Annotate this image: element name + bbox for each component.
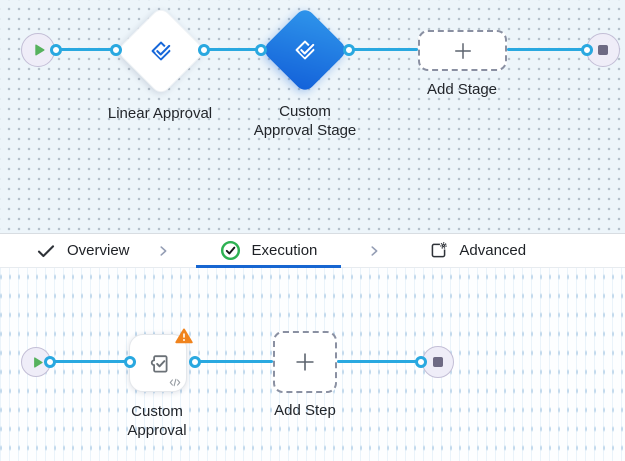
tab-label: Overview xyxy=(67,242,130,259)
edge xyxy=(337,360,421,363)
edge xyxy=(195,360,273,363)
connector-port[interactable] xyxy=(255,44,267,56)
warning-triangle-icon[interactable] xyxy=(175,328,193,344)
add-stage-label: Add Stage xyxy=(426,81,498,98)
success-check-circle-icon xyxy=(220,240,241,261)
edge xyxy=(349,48,418,51)
box-gear-icon xyxy=(429,241,448,260)
chevron-right-icon xyxy=(367,234,381,267)
approval-check-icon xyxy=(148,38,174,64)
stop-icon xyxy=(597,44,609,56)
step-canvas[interactable]: Custom Approval Add Step xyxy=(0,268,625,461)
approval-check-icon xyxy=(292,37,318,63)
start-node[interactable] xyxy=(21,33,55,67)
add-stage-button[interactable] xyxy=(418,30,507,71)
tab-execution[interactable]: Execution xyxy=(195,234,342,268)
stage-node-linear-approval[interactable] xyxy=(115,5,207,97)
tab-label: Execution xyxy=(251,242,318,259)
play-icon xyxy=(32,356,44,369)
tab-label: Advanced xyxy=(459,242,527,259)
step-node-label: Custom Approval xyxy=(127,403,187,439)
connector-port[interactable] xyxy=(110,44,122,56)
stop-icon xyxy=(432,356,444,368)
breadcrumb-tab-bar: Overview Execution Advanced xyxy=(0,233,625,268)
connector-port[interactable] xyxy=(189,356,201,368)
connector-port[interactable] xyxy=(581,44,593,56)
end-node[interactable] xyxy=(422,346,454,378)
add-step-button[interactable] xyxy=(273,331,337,393)
stage-node-label: Linear Approval xyxy=(107,105,213,122)
plus-icon xyxy=(293,350,317,374)
chevron-right-icon xyxy=(156,234,170,267)
connector-port[interactable] xyxy=(44,356,56,368)
connector-port[interactable] xyxy=(415,356,427,368)
connector-port[interactable] xyxy=(124,356,136,368)
tab-advanced[interactable]: Advanced xyxy=(429,234,526,267)
stage-node-label: Custom Approval Stage xyxy=(253,103,357,139)
edge xyxy=(204,48,261,51)
stage-canvas[interactable]: Linear Approval Custom Approval Stage Ad… xyxy=(0,0,625,233)
stage-node-custom-approval-stage[interactable] xyxy=(261,6,349,94)
connector-port[interactable] xyxy=(198,44,210,56)
check-icon xyxy=(36,241,56,261)
plus-icon xyxy=(452,40,474,62)
play-icon xyxy=(33,43,46,57)
code-icon xyxy=(169,378,181,387)
add-step-label: Add Step xyxy=(274,402,336,419)
edge xyxy=(56,48,116,51)
edge xyxy=(50,360,130,363)
connector-port[interactable] xyxy=(50,44,62,56)
edge xyxy=(507,48,587,51)
tab-overview[interactable]: Overview xyxy=(36,234,130,267)
connector-port[interactable] xyxy=(343,44,355,56)
puzzle-check-icon xyxy=(145,350,172,377)
